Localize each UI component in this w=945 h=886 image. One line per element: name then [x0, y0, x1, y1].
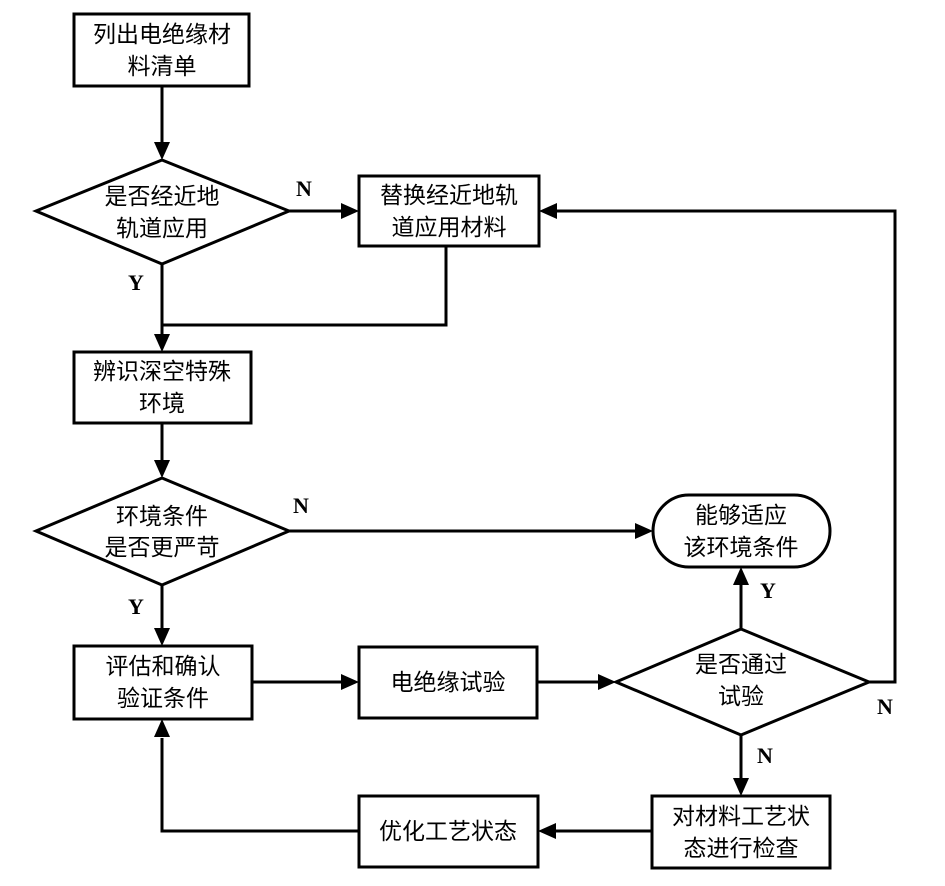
arrowhead-into-evaluate-top [154, 628, 170, 646]
arrowhead-into-identify [154, 334, 170, 352]
process-box [650, 794, 832, 870]
node-text-line2: 该环境条件 [684, 535, 799, 561]
arrowhead-into-env [154, 460, 170, 478]
terminal-box [651, 493, 832, 569]
node-text-line2: 环境 [139, 391, 185, 417]
node-text-line1: 能够适应 [695, 503, 787, 529]
arrowhead-into-decision [598, 674, 616, 690]
decision-diamond [32, 476, 293, 587]
edge-label-pass-no-right: N [877, 694, 893, 719]
node-text-line1: 环境条件 [116, 504, 208, 530]
node-env-harsher: 环境条件 是否更严苛 [32, 476, 293, 587]
node-evaluate: 评估和确认 验证条件 [72, 644, 254, 721]
process-box [72, 644, 254, 721]
node-check-process: 对材料工艺状 态进行检查 [650, 794, 832, 870]
edge-label-leo-yes: Y [128, 270, 144, 295]
node-text-line1: 评估和确认 [106, 654, 221, 680]
decision-diamond [612, 627, 873, 737]
node-text-line2: 轨道应用 [116, 216, 208, 242]
edge-label-pass-yes: Y [760, 578, 776, 603]
node-test-passed: 是否通过 试验 [612, 627, 873, 737]
node-list-materials: 列出电绝缘材 料清单 [72, 12, 251, 88]
node-insulation-test: 电绝缘试验 [357, 645, 539, 720]
node-text-line1: 是否经近地 [105, 184, 220, 210]
node-text-line2: 道应用材料 [392, 215, 507, 241]
node-text-line2: 料清单 [128, 54, 197, 80]
process-box [357, 645, 539, 720]
arrowhead-into-evaluate-bottom [154, 719, 170, 737]
arrowhead-into-replace-right [539, 203, 557, 219]
edge-replace-merge [162, 246, 448, 327]
node-text-line2: 验证条件 [117, 686, 209, 712]
arrowhead-into-check [733, 778, 749, 796]
node-text-line1: 对材料工艺状 [672, 804, 810, 830]
node-text-line2: 态进行检查 [684, 836, 799, 862]
arrowhead-into-leo [154, 142, 170, 160]
edge-label-env-no: N [293, 493, 309, 518]
edge-optimize-to-evaluate [160, 738, 359, 833]
node-text-line1: 优化工艺状态 [379, 819, 517, 845]
node-adapt-env: 能够适应 该环境条件 [651, 493, 832, 569]
connectors [160, 86, 897, 833]
edge-decision-to-replace [557, 209, 897, 684]
node-text-line2: 是否更严苛 [105, 535, 220, 561]
arrowhead-into-replace [341, 203, 359, 219]
arrowheads [154, 142, 749, 839]
arrowhead-into-adapt-bottom [733, 567, 749, 585]
node-identify-env: 辨识深空特殊 环境 [72, 350, 253, 425]
process-box [72, 350, 253, 425]
edge-label-env-yes: Y [128, 594, 144, 619]
node-text-line2: 试验 [718, 684, 764, 710]
node-text-line1: 替换经近地轨 [380, 183, 518, 209]
node-replace-leo: 替换经近地轨 道应用材料 [357, 174, 541, 248]
node-optimize: 优化工艺状态 [357, 794, 540, 869]
node-leo-applied: 是否经近地 轨道应用 [32, 158, 293, 266]
arrowhead-into-optimize [538, 823, 556, 839]
arrowhead-into-adapt-left [635, 523, 653, 539]
edge-labels: N Y N Y Y N N [128, 176, 893, 768]
edge-label-pass-no-down: N [757, 743, 773, 768]
process-box [357, 174, 541, 248]
arrowhead-into-test [341, 674, 359, 690]
node-text-line1: 是否通过 [695, 652, 787, 678]
process-box [357, 794, 540, 869]
node-text-line1: 列出电绝缘材 [93, 22, 231, 48]
node-text-line1: 辨识深空特殊 [93, 359, 231, 385]
decision-diamond [32, 158, 293, 266]
node-text-line1: 电绝缘试验 [391, 670, 506, 696]
edge-label-leo-no: N [296, 176, 312, 201]
process-box [72, 12, 251, 88]
